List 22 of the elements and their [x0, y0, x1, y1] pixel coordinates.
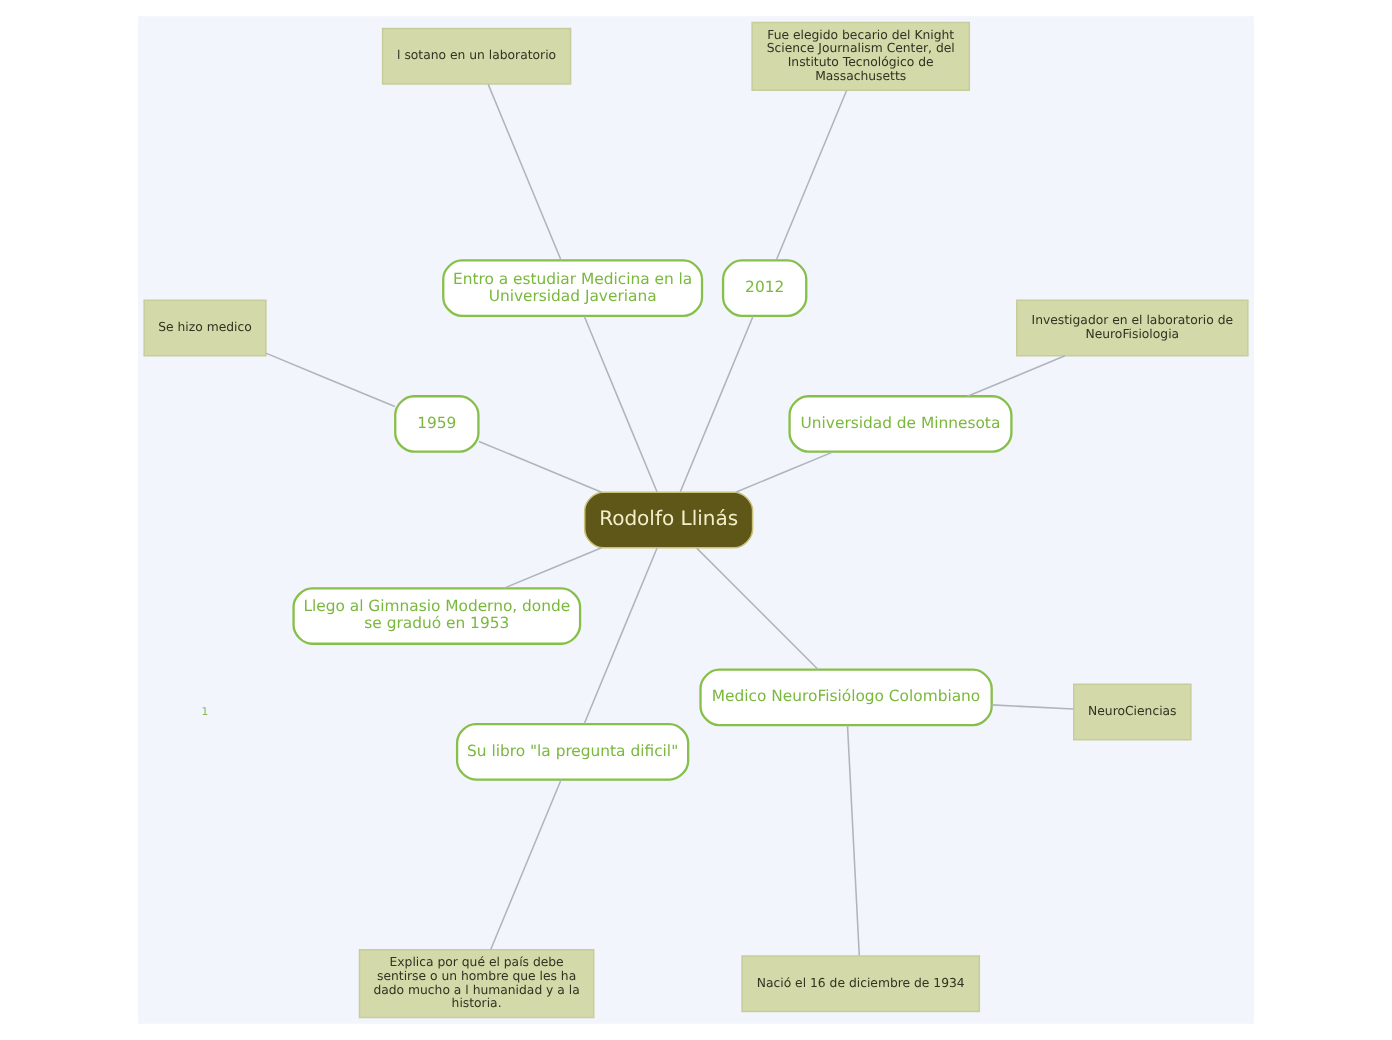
connector: [966, 355, 1066, 397]
connector: [265, 352, 396, 408]
node-box: Rodolfo Llinás: [583, 491, 754, 549]
node-box: Llego al Gimnasio Moderno, donde se graduó en 1953: [292, 587, 582, 645]
connector: [583, 547, 658, 725]
connector: [734, 451, 834, 493]
node-box: 1959: [394, 395, 480, 453]
connector: [679, 315, 754, 493]
node-box: 2012: [721, 259, 808, 318]
connector: [846, 724, 861, 957]
node-box: Medico NeuroFisiólogo Colombiano: [699, 668, 993, 727]
connector: [696, 547, 819, 671]
node-box: Universidad de Minnesota: [788, 395, 1013, 453]
connector: [489, 779, 562, 951]
connector: [583, 315, 658, 493]
connector: [478, 440, 603, 493]
connector: [503, 547, 603, 589]
node-box: Su libro "la pregunta dificil": [455, 722, 690, 781]
connector: [775, 89, 848, 261]
connector: [487, 83, 562, 261]
node-box: Entro a estudiar Medicina en la Universidad Javeriana: [442, 259, 704, 318]
connector: [990, 704, 1075, 710]
